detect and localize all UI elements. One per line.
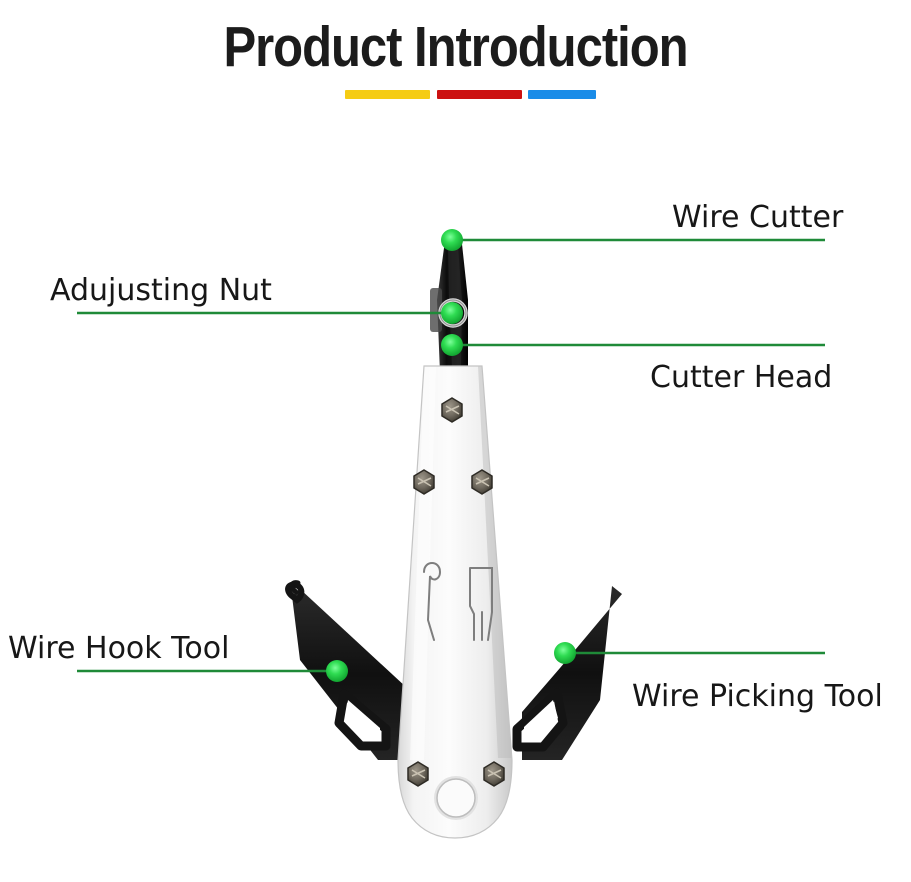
divider-bar-blue bbox=[528, 90, 596, 99]
marker-dot-wire-picking-tool bbox=[554, 642, 576, 664]
callout-label-wire-hook-tool: Wire Hook Tool bbox=[8, 631, 230, 666]
screw-mid-right bbox=[471, 469, 493, 495]
divider-bar-yellow bbox=[345, 90, 430, 99]
page-title: Product Introduction bbox=[223, 15, 688, 79]
callout-label-wire-cutter: Wire Cutter bbox=[672, 200, 844, 235]
marker-dot-adujusting-nut bbox=[441, 302, 463, 324]
body-engraving bbox=[423, 562, 493, 641]
wire-hook-blade bbox=[285, 580, 420, 760]
screw-mid-left bbox=[413, 469, 435, 495]
screw-bottom-left bbox=[407, 761, 429, 787]
handle-lanyard-hole bbox=[434, 776, 478, 820]
screw-top bbox=[441, 397, 463, 423]
wire-picking-blade bbox=[512, 586, 622, 760]
marker-dot-wire-hook-tool bbox=[326, 660, 348, 682]
screw-bottom-right bbox=[483, 761, 505, 787]
callout-label-wire-picking-tool: Wire Picking Tool bbox=[632, 679, 883, 714]
marker-dot-wire-cutter bbox=[441, 229, 463, 251]
body-screws bbox=[407, 397, 505, 787]
divider-bar-red bbox=[437, 90, 522, 99]
callout-label-cutter-head: Cutter Head bbox=[650, 360, 833, 395]
callout-label-adujusting-nut: Adujusting Nut bbox=[50, 273, 272, 308]
marker-dot-cutter-head bbox=[441, 334, 463, 356]
